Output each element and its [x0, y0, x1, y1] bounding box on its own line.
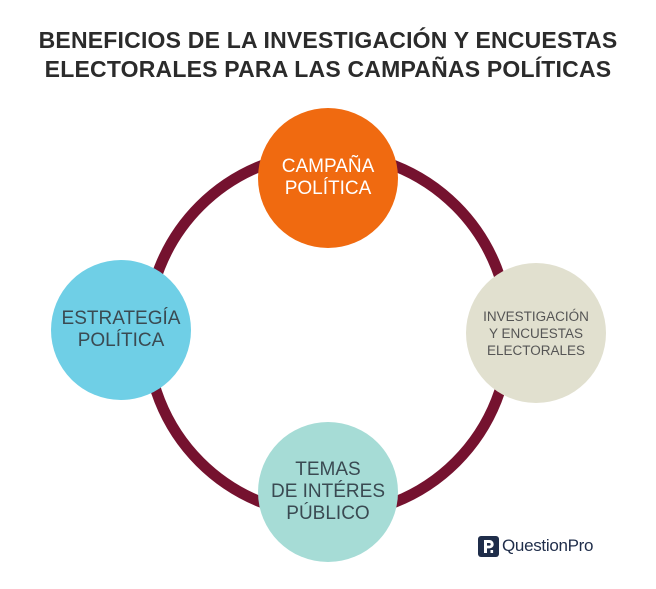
- page-title: BENEFICIOS DE LA INVESTIGACIÓN Y ENCUEST…: [0, 26, 656, 84]
- node-campana-line-1: CAMPAÑA: [281, 156, 375, 177]
- node-investigacion-encuestas: INVESTIGACIÓN Y ENCUESTAS ELECTORALES: [466, 263, 606, 403]
- questionpro-logo-text: QuestionPro: [502, 536, 594, 555]
- node-estrategia-politica: ESTRATEGÍA POLÍTICA: [51, 260, 191, 400]
- node-campana-line-2: POLÍTICA: [284, 178, 372, 199]
- node-temas-line-1: TEMAS: [295, 459, 361, 480]
- node-temas-line-3: PÚBLICO: [286, 503, 370, 524]
- title-line-2: ELECTORALES PARA LAS CAMPAÑAS POLÍTICAS: [44, 56, 612, 82]
- node-investigacion-line-2: Y ENCUESTAS: [488, 325, 584, 341]
- node-campana-politica: CAMPAÑA POLÍTICA: [258, 108, 398, 248]
- node-temas-interes-publico: TEMAS DE INTÉRES PÚBLICO: [258, 422, 398, 562]
- node-temas-line-2: DE INTÉRES: [270, 481, 386, 502]
- node-investigacion-line-1: INVESTIGACIÓN: [483, 308, 589, 324]
- questionpro-logo-icon: [478, 535, 499, 557]
- node-estrategia-line-2: POLÍTICA: [77, 330, 165, 351]
- title-line-1: BENEFICIOS DE LA INVESTIGACIÓN Y ENCUEST…: [38, 27, 618, 53]
- node-investigacion-line-3: ELECTORALES: [486, 342, 586, 358]
- questionpro-logo: QuestionPro: [478, 535, 594, 557]
- node-estrategia-line-1: ESTRATEGÍA: [61, 308, 181, 329]
